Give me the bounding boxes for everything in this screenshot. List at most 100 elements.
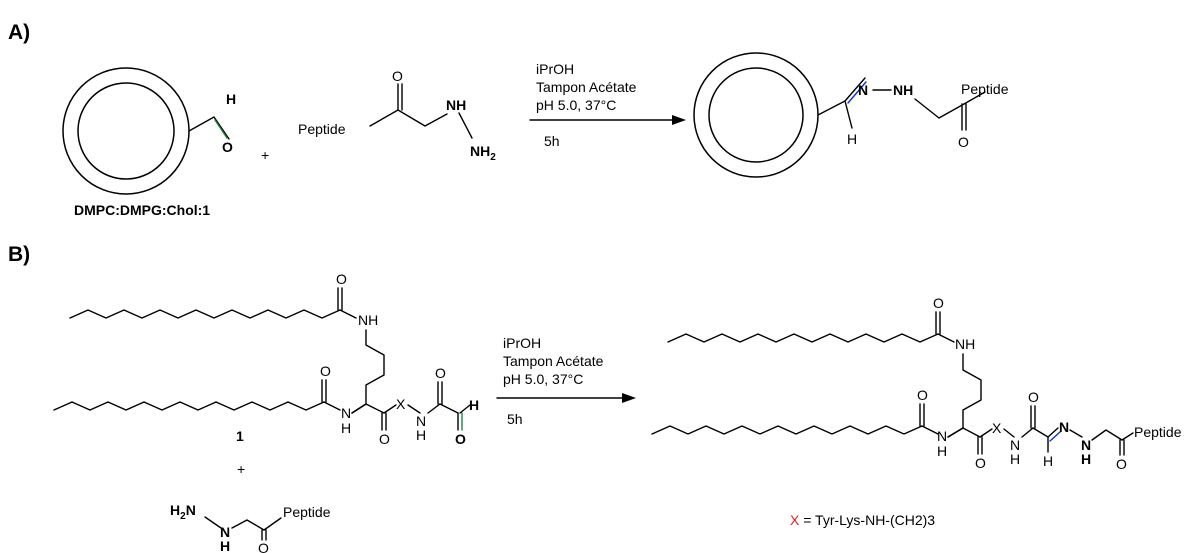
alpha-carbonyl-o-atom: O [379,431,390,447]
liposome-composition-label: DMPC:DMPG:Chol:1 [74,202,210,218]
product-upper-amide-bond [937,333,955,343]
product-glyoxyl-h-atom: H [1010,451,1020,467]
aldehyde-h-atom: H [226,91,236,107]
product-hydrazide-h-atom: H [1081,451,1091,467]
product-b-methylene-bond [1091,429,1123,441]
product-lysine-side-chain [947,353,982,438]
upper-amide-o-atom: O [336,271,347,287]
product-glyoxyl-o-atom: O [1028,389,1039,405]
product-linker-x-atom: X [992,420,1002,436]
lysine-side-chain [351,329,385,414]
glyoxyl-aldehyde-o-atom: O [455,431,466,447]
panel-a-label: A) [8,21,30,44]
reagent-b-h-atom: H [220,538,230,553]
panel-b-label: B) [8,243,30,266]
panel-a-condition-2: Tampon Acétate [536,79,637,95]
compound-1-structure: O NH O N H O X N H O O H [53,271,479,447]
liposome-reactant: H O [62,67,236,195]
reagent-nh2-atom: NH2 [470,143,496,163]
product-b-o-atom: O [1116,456,1127,472]
liposome-outer-membrane [62,67,190,195]
product-linker-right-bond [1003,428,1015,438]
product-lower-n-atom: N [937,428,947,444]
panel-b-time: 5h [507,411,523,427]
reagent-b-n-n-bond [204,516,222,529]
reagent-nh-atom: NH [446,97,466,113]
product-upper-palmitoyl-chain [667,333,939,343]
product-peptide-label: Peptide [961,81,1009,97]
panel-a-condition-1: iPrOH [536,61,574,77]
product-hydrazide-n-atom: N [1081,437,1091,453]
legend-definition: = Tyr-Lys-NH-(CH2)3 [799,512,935,528]
product-glyoxyl-amide-bond [1021,427,1034,438]
lower-amide-o-atom: O [320,363,331,379]
lower-palmitoyl-chain [53,401,325,411]
lower-amide-n-atom: N [341,405,351,421]
product-peptide-bond [963,91,986,105]
linker-right-bond [407,404,421,414]
panel-a-condition-3: pH 5.0, 37°C [536,97,616,113]
panel-b-hydrazine-reagent: H2N N H O Peptide [170,502,331,553]
reagent-b-o-atom: O [258,540,269,553]
alpha-carbon-bond [351,403,385,414]
reagent-b-h2n-atom: H2N [170,502,196,522]
compound-1-number: 1 [236,428,244,444]
legend-x-symbol: X [790,512,800,528]
glyoxyl-h-atom: H [416,427,426,443]
glyoxyl-ch-bond [459,404,471,414]
product-n-atom: N [858,82,868,98]
panel-b-product: O NH O N H O X N H O H N N H O [651,295,1182,472]
glyoxyl-n-atom: N [416,413,426,429]
reagent-b-n-atom: N [220,524,230,540]
product-imine-n-atom: N [1059,419,1069,435]
panel-a-time: 5h [544,133,560,149]
panel-b-arrow-head [622,393,636,403]
product-linker-left-bond [979,428,993,438]
glyoxyl-amide-bond [427,403,441,414]
product-imine-carbon-bond [1032,427,1049,438]
product-ch-bond [844,100,853,129]
lower-amide-bond [323,401,341,411]
hydrazine-peptide-reagent: Peptide O NH NH2 [298,68,496,163]
reagent-n-n-bond [458,112,473,139]
upper-palmitoyl-chain [69,309,341,319]
glyoxyl-carbonyl-o-atom: O [435,365,446,381]
panel-b-reaction-arrow: iPrOH Tampon Acétate pH 5.0, 37°C 5h [496,335,636,427]
panel-a-plus: + [261,147,269,163]
panel-a-arrow-head [672,115,686,125]
product-lower-palmitoyl-chain [651,425,923,435]
aldehyde-double-bond [214,119,228,139]
upper-amide-bond [339,309,357,319]
aldehyde-o-atom: O [222,139,233,155]
liposome-inner-membrane [77,82,175,180]
aldehyde-bond [188,116,230,140]
product-imine-h-atom: H [1043,453,1053,469]
panel-b-condition-3: pH 5.0, 37°C [503,371,583,387]
product-b-n-n-bond [1069,429,1083,438]
product-c-n-bond [1047,427,1059,438]
panel-b-condition-2: Tampon Acétate [503,353,604,369]
linker-legend: X = Tyr-Lys-NH-(CH2)3 [790,512,935,528]
reagent-b-peptide-label: Peptide [283,504,331,520]
product-lower-amide-bond [921,425,939,435]
product-lower-h-atom: H [937,443,947,459]
reagent-b-peptide-bond [263,517,282,531]
product-liposome-outer [693,52,819,178]
product-b-peptide-bond [1121,432,1134,441]
reagent-o-atom: O [392,68,403,84]
product-o-atom: O [958,134,969,150]
product-upper-o-atom: O [933,295,944,311]
product-alpha-o-atom: O [975,455,986,471]
product-liposome-inner [708,67,804,163]
glyoxyl-aldehyde-bond [439,403,459,414]
product-h-atom: H [847,131,857,147]
reagent-b-methylene-bond [231,519,265,531]
panel-a-reaction-arrow: iPrOH Tampon Acétate pH 5.0, 37°C 5h [529,61,686,149]
lower-amide-h-atom: H [341,420,351,436]
panel-b-condition-1: iPrOH [503,335,541,351]
linker-x-atom: X [396,396,406,412]
linker-left-bond [383,404,397,414]
panel-a-product: H N NH O Peptide [693,52,1009,178]
product-lower-o-atom: O [917,387,928,403]
